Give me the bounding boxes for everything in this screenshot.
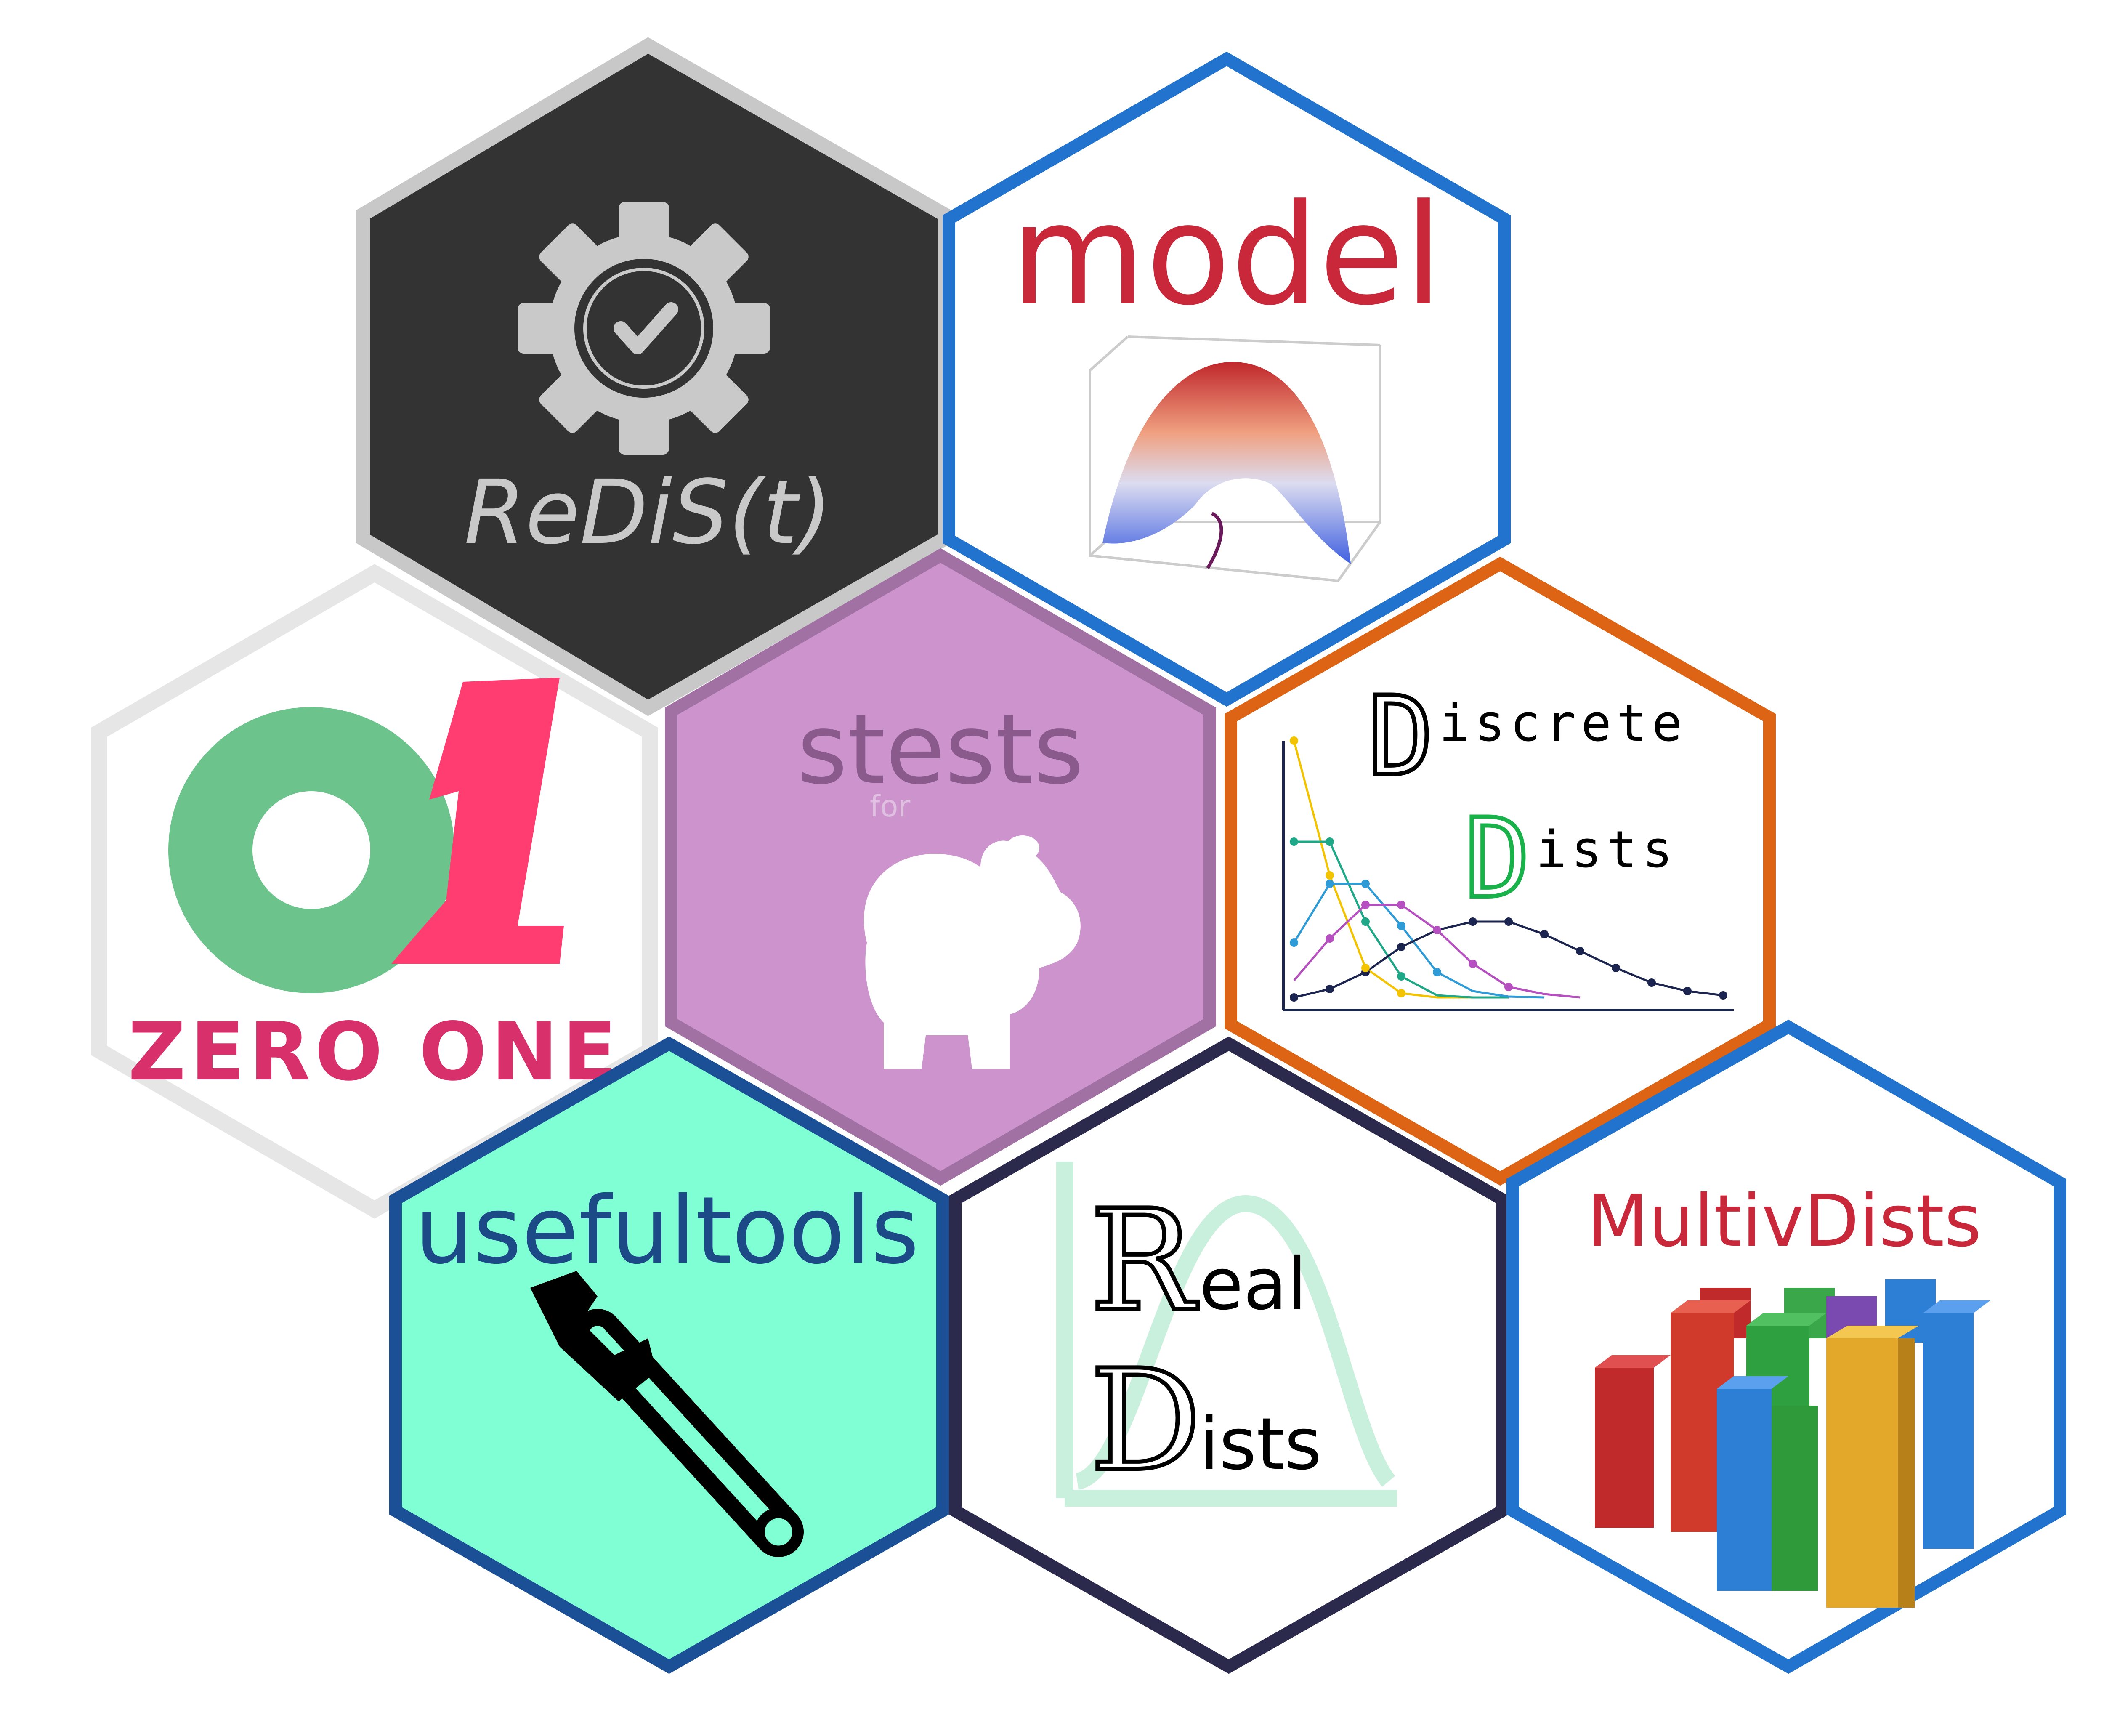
hex-stests[interactable]: stests for: [665, 548, 1216, 1186]
discrete-title-initial: D: [1368, 673, 1434, 800]
gear-check-icon: [518, 202, 770, 455]
surface-3d-plot-icon: [1089, 335, 1381, 582]
hex-model[interactable]: model: [943, 51, 1511, 707]
hex-realdists-shape: [949, 1036, 1509, 1674]
zeroone-logo-text: ZERO ONE: [128, 1005, 621, 1098]
multivdists-title: MultivDists: [1587, 1180, 1982, 1263]
hex-usefultools-shape: [389, 1036, 949, 1674]
reldist-logo-text: ReDiS(t): [464, 461, 832, 564]
stests-subtitle: for: [870, 789, 910, 824]
discrete-title-rest: iscrete: [1439, 694, 1687, 753]
density-curve-icon: [1056, 1162, 1397, 1507]
hex-discrete-shape: [1225, 556, 1776, 1186]
hippo-silhouette-icon: [863, 835, 1081, 1069]
hex-reldist[interactable]: ReDiS(t): [356, 37, 952, 716]
discrete-subtitle-initial: D: [1464, 795, 1530, 922]
one-mark: [391, 678, 564, 964]
zero-one-logo: [168, 678, 564, 993]
hex-multivdists[interactable]: MultivDists: [1506, 1019, 2066, 1674]
realdists-line1-rest: eal: [1199, 1243, 1307, 1326]
3d-bar-chart-icon: [1595, 1279, 1990, 1608]
model-title: model: [1010, 174, 1443, 336]
realdists-line1-initial: R: [1090, 1180, 1198, 1342]
realdists-line2-rest: ists: [1199, 1403, 1322, 1486]
zero-ring: [168, 707, 454, 993]
discrete-subtitle-rest: ists: [1536, 821, 1678, 879]
realdists-line2-initial: D: [1090, 1340, 1201, 1502]
discrete-distributions-plot: [1282, 736, 1734, 1011]
usefultools-title: usefultools: [415, 1177, 919, 1284]
hex-realdists[interactable]: R eal D ists: [949, 1036, 1509, 1674]
hex-usefultools[interactable]: usefultools: [389, 1036, 949, 1674]
stests-title: stests: [797, 694, 1084, 806]
hex-zeroone[interactable]: ZERO ONE: [91, 564, 658, 1219]
hex-discrete[interactable]: D iscrete D ists: [1225, 556, 1776, 1186]
wrench-icon: [530, 1271, 804, 1557]
